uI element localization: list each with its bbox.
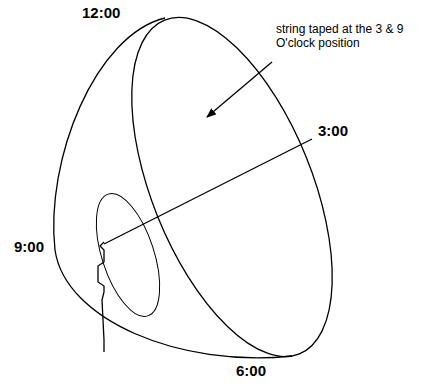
string xyxy=(104,139,312,244)
clock-label: 3:00 xyxy=(318,122,348,139)
clock-label: 6:00 xyxy=(236,362,266,379)
callout-note: string taped at the 3 & 9 O'clock positi… xyxy=(276,22,426,50)
clock-label: 12:00 xyxy=(82,4,120,21)
hub-ellipse xyxy=(83,186,172,324)
clock-label: 9:00 xyxy=(14,238,44,255)
dish-rim xyxy=(90,0,373,384)
cable-bracket xyxy=(98,242,104,352)
leader-arrow xyxy=(207,62,272,117)
